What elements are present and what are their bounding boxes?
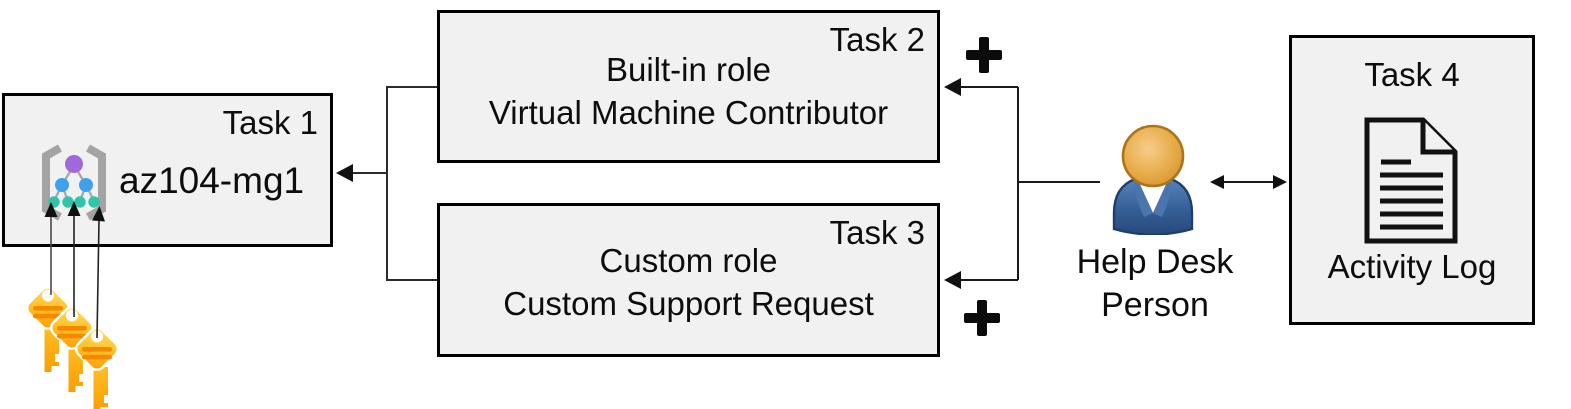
task3-line2: Custom Support Request	[503, 285, 874, 322]
task3-box: Task 3 Custom role Custom Support Reques…	[437, 203, 940, 357]
task2-label: Task 2	[829, 21, 925, 58]
task4-box: Task 4 Activity Log	[1289, 35, 1535, 325]
task1-box: Task 1 az104-mg1	[2, 93, 333, 247]
task3-line1: Custom role	[599, 242, 778, 279]
plus-icon-top	[966, 37, 1002, 73]
task1-title: az104-mg1	[119, 160, 305, 201]
arrow-into-task1	[336, 164, 353, 182]
task3-label: Task 3	[829, 214, 925, 251]
task4-label: Task 4	[1364, 56, 1460, 93]
document-icon	[1364, 117, 1458, 244]
arrow-into-task3	[944, 271, 961, 289]
task2-line2: Virtual Machine Contributor	[488, 94, 889, 131]
arrow-into-task2	[944, 78, 961, 96]
plus-icon-bottom	[964, 300, 1000, 336]
management-group-icon	[32, 139, 116, 225]
person-label-line2: Person	[1101, 286, 1209, 324]
person-task4-double-arrow	[1210, 175, 1287, 189]
task2-line1: Built-in role	[605, 51, 772, 88]
bracket-connector-left	[350, 86, 437, 281]
task4-caption: Activity Log	[1327, 248, 1497, 285]
task1-label: Task 1	[222, 104, 318, 141]
task2-box: Task 2 Built-in role Virtual Machine Con…	[437, 10, 940, 163]
person-label-line1: Help Desk	[1076, 243, 1234, 281]
keys-cluster	[10, 275, 145, 409]
person-icon	[1106, 121, 1200, 236]
